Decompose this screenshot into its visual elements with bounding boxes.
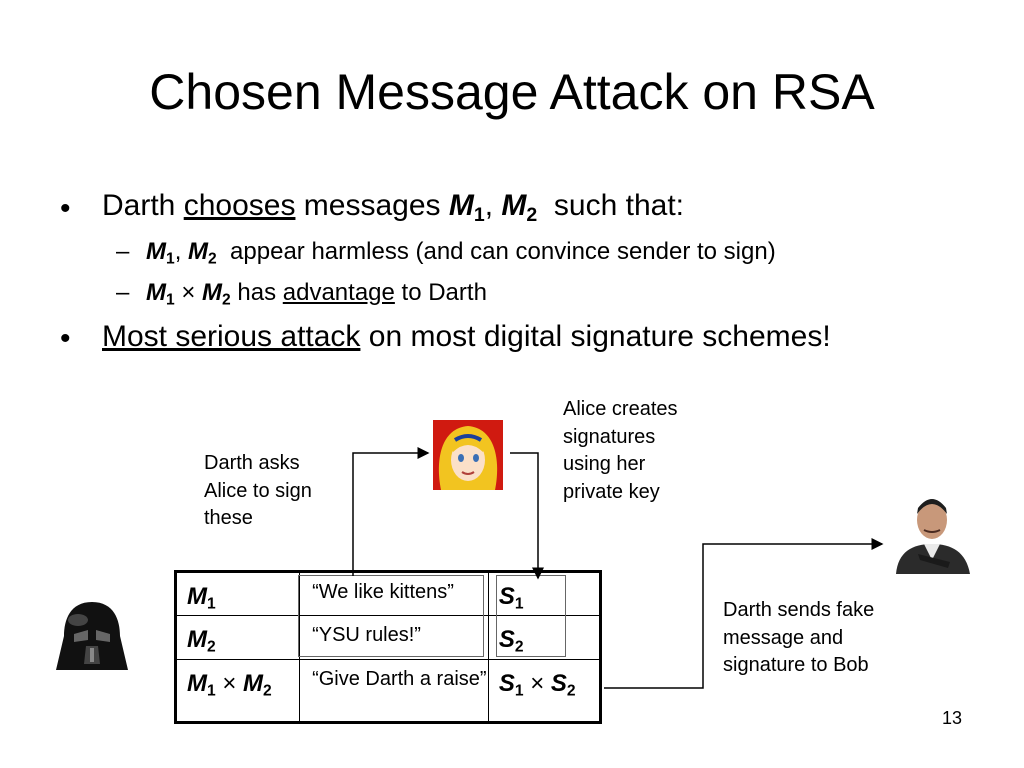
arrow-darth-to-alice [352, 447, 430, 576]
sub-bullet-1-text: M1, M2 appear harmless (and can convince… [146, 238, 776, 268]
bullet-2-text: Most serious attack on most digital sign… [102, 320, 831, 353]
table-row: M1 × M2 “Give Darth a raise” S1 × S2 [174, 659, 602, 723]
caption-darth-sends: Darth sends fake message and signature t… [723, 599, 875, 676]
table-row: M1 “We like kittens” S1 [174, 571, 602, 616]
darth-vader-icon [56, 602, 128, 670]
sub-bullet-2: – [116, 279, 129, 307]
messages-bracket-box [298, 575, 484, 657]
table-row: M2 “YSU rules!” S2 [174, 615, 602, 660]
slide-title: Chosen Message Attack on RSA [149, 64, 875, 120]
alice-portrait [433, 420, 503, 490]
bob-portrait [890, 488, 974, 574]
caption-darth-asks: Darth asks Alice to sign these [204, 452, 312, 529]
dash-glyph: – [116, 238, 130, 265]
dash-glyph: – [116, 279, 130, 306]
sub-bullet-1: – [116, 238, 129, 266]
caption-alice-creates: Alice creates signatures using her priva… [563, 398, 678, 503]
bullet-glyph: • [60, 322, 71, 355]
arrow-alice-to-signatures [510, 452, 544, 580]
page-number: 13 [941, 708, 962, 728]
sub-bullet-2-text: M1 × M2 has advantage to Darth [146, 279, 487, 309]
bullet-1-text: Darth chooses messages M1, M2 such that: [102, 189, 684, 226]
bullet-glyph: • [60, 192, 71, 225]
arrow-darth-to-bob [604, 538, 884, 689]
bullet-1: • [60, 192, 71, 226]
bullet-2: • [60, 322, 71, 356]
message-table: M1 “We like kittens” S1 M2 “YSU rules!” … [174, 570, 602, 724]
signatures-bracket-box [496, 575, 566, 657]
